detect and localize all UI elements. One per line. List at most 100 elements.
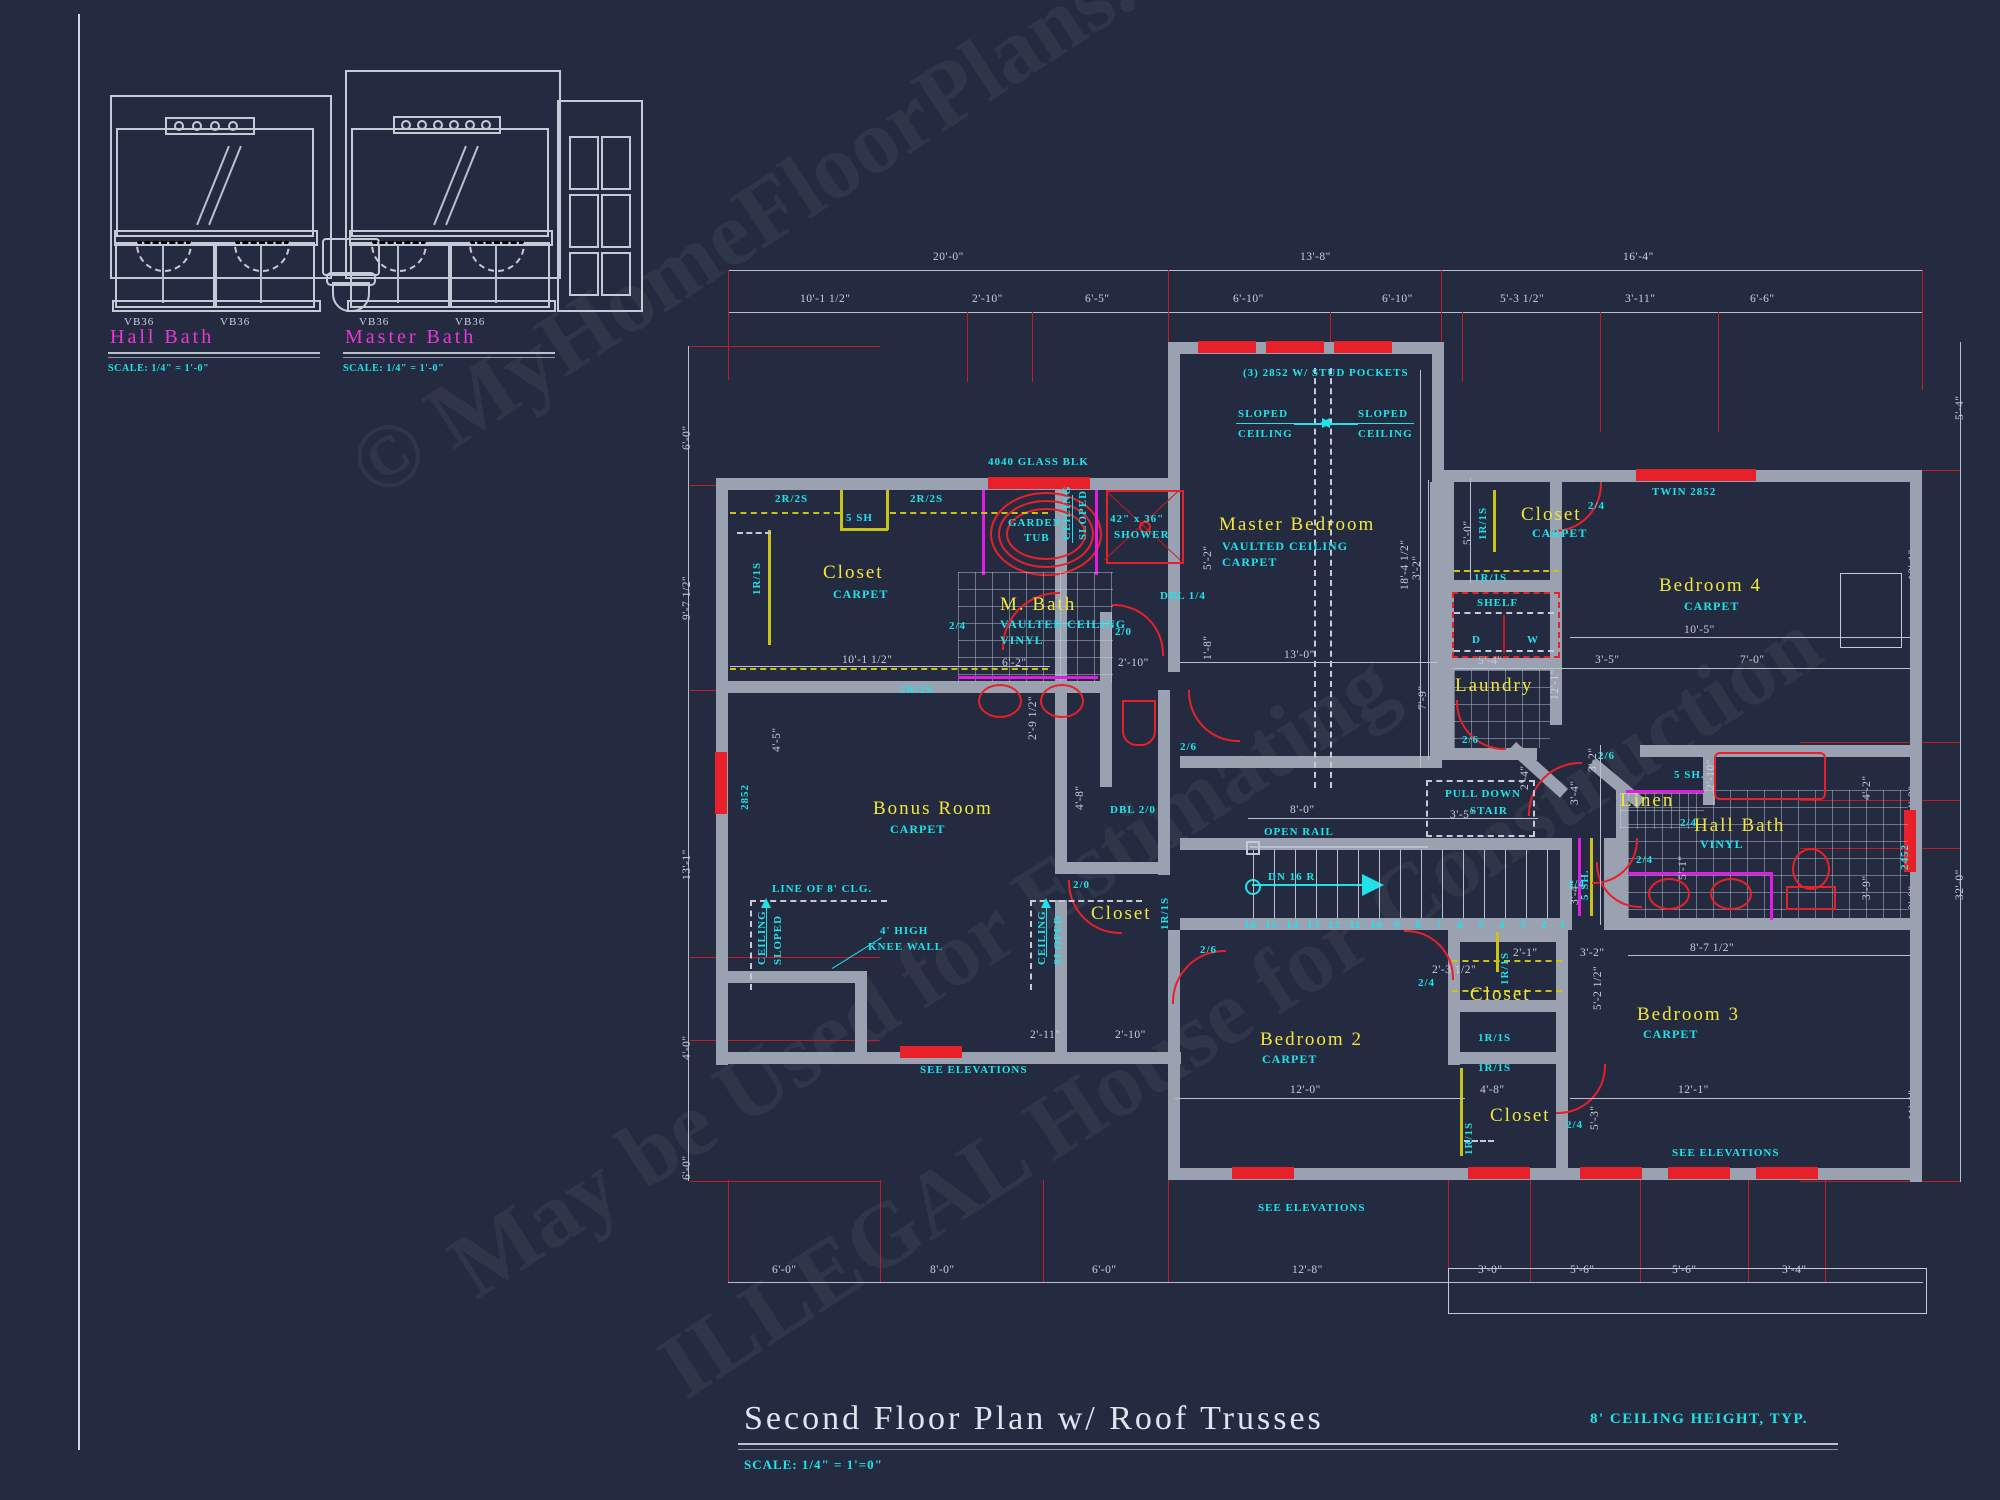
stair-riser-6: [1358, 850, 1359, 918]
sloped-right-arrow-head: [1320, 418, 1330, 428]
light-bulb-2: [192, 121, 202, 131]
note-door-24-linen: 2/4: [1680, 817, 1698, 829]
dim-int-5-4: 5'-4": [1478, 655, 1503, 667]
wall-master-right-jog: [1432, 470, 1562, 482]
wall-master-bottom: [1168, 660, 1180, 672]
dim-right-outer-1: 32'-0": [1954, 869, 1966, 900]
note-twin-2852: TWIN 2852: [1652, 486, 1717, 498]
stair-arrow-head: [1362, 874, 1384, 896]
sloped-mid-v-arrow: [1041, 898, 1051, 908]
note-sloped-right: SLOPED: [1358, 408, 1409, 420]
master-base: [347, 300, 556, 312]
shelf-b3-w: [1464, 1140, 1494, 1142]
master-vanity-divider-1: [397, 245, 399, 303]
master-light-bulb-3: [433, 120, 443, 130]
hallbath-counter-line: [1628, 872, 1773, 875]
note-door-26-laundry: 2/6: [1462, 734, 1480, 746]
bottom-dim-box: [1448, 1268, 1927, 1314]
stair-riser-11: [1463, 850, 1464, 918]
stair-num-8: 8: [1415, 919, 1422, 931]
room-label-closet-bed4: Closet: [1521, 504, 1582, 525]
stair-num-15: 15: [1265, 919, 1278, 931]
vanity-divider-2: [260, 245, 262, 303]
door-swing-hallbath: [1596, 862, 1642, 908]
note-pull-down: PULL DOWN: [1445, 788, 1521, 800]
stair-riser-4: [1316, 850, 1317, 918]
pull-down-stair-box: [1426, 780, 1535, 837]
stair-riser-14: [1526, 850, 1527, 918]
wall-bonus-lower-left: [855, 971, 867, 1061]
note-win-2852-left: 2852: [739, 784, 751, 810]
stair-num-6: 6: [1457, 919, 1464, 931]
dim-bottom-7: 3'-4": [1782, 1264, 1807, 1276]
master-bath-elevation-title: Master Bath: [345, 326, 477, 348]
stair-riser-15: [1547, 850, 1548, 918]
hallbath-sink-1: [1648, 878, 1690, 910]
master-door-panel-3: [569, 194, 599, 248]
bedroom4-right-rect: [1840, 573, 1902, 648]
dim-top-outer-1: 13'-8": [1300, 251, 1331, 263]
wall-bonus-left-upper: [716, 693, 728, 983]
ridge-line-1: [1314, 368, 1316, 788]
hallbath-sink-2: [1710, 878, 1752, 910]
mag-tub-left: [982, 490, 985, 575]
dimline-12-0: [1175, 1098, 1465, 1099]
master-bath-elevation-scale: SCALE: 1/4" = 1'-0": [343, 363, 445, 374]
stair-riser-5: [1337, 850, 1338, 918]
dim-int-3-2c: 3'-2": [1411, 555, 1423, 580]
garden-tub-oval-inner: [1006, 508, 1086, 560]
wall-mbath-right: [1100, 612, 1112, 787]
shelf-linen-v: [1590, 838, 1593, 916]
master-light-bar: [393, 116, 501, 134]
note-door-24-b2c: 2/4: [1418, 977, 1436, 989]
note-dbl-1-4: DBL 1/4: [1160, 590, 1206, 602]
dim-top-outer-line: [728, 270, 1923, 271]
witness-left-6: [690, 1181, 880, 1182]
dimline-18-4: [1420, 370, 1421, 768]
hallbath-counter-v: [1770, 872, 1773, 920]
wall-master-left: [1168, 342, 1180, 672]
wall-mid-v-1: [1055, 693, 1067, 873]
dim-int-18-4: 18'-4 1/2": [1399, 539, 1411, 590]
room-label-closet-bonus: Closet: [1091, 903, 1152, 924]
dim-int-5-2half: 5'-2 1/2": [1592, 965, 1604, 1010]
stair-rail-post: [1246, 841, 1260, 855]
stair-riser-13: [1505, 850, 1506, 918]
note-line-of-8clg: LINE OF 8' CLG.: [772, 883, 873, 895]
room-finish-bedroom-2: CARPET: [1262, 1052, 1318, 1066]
note-door-24-b3c: 2/4: [1566, 1119, 1584, 1131]
dim-int-closet-width: 10'-1 1/2": [842, 654, 893, 666]
shower-box: [1106, 490, 1184, 564]
sloped-left-rule: [1236, 423, 1294, 424]
wall-linen-right: [1703, 745, 1715, 805]
dim-int-3-2: 3'-2": [1580, 947, 1605, 959]
wall-laundry-div2: [1442, 658, 1562, 670]
hall-bath-elevation-title: Hall Bath: [110, 326, 215, 348]
dim-int-2-4: 2'-4": [1519, 765, 1531, 790]
note-door-24-hallbath: 2/4: [1636, 854, 1654, 866]
dim-left-0: 6'-0": [681, 425, 693, 450]
wall-closet-bottom: [716, 681, 1066, 693]
note-1r1s-b2-2: 1R/1S: [1478, 1062, 1512, 1074]
witness-right-4: [1800, 848, 1960, 849]
master-bath-back-wall: [345, 70, 561, 279]
master-door-panel-2: [601, 136, 631, 190]
note-5sh-linen: 5 SH.: [1674, 769, 1705, 781]
note-glass-block: 4040 GLASS BLK: [988, 456, 1089, 468]
witness-left-5: [690, 1040, 880, 1041]
window-bottom-6: [1756, 1167, 1818, 1179]
dimline-7-9-v: [1428, 480, 1429, 760]
dim-int-29half: 2'-9 1/2": [1027, 695, 1039, 740]
note-see-elev-1: SEE ELEVATIONS: [920, 1064, 1028, 1076]
door-swing-mb-26: [1188, 690, 1240, 742]
stair-num-3: 3: [1520, 919, 1527, 931]
window-glass-blk: [988, 477, 1090, 489]
room-label-closet-master: Closet: [823, 562, 884, 583]
master-light-bulb-6: [481, 120, 491, 130]
mbath-sink-2: [1040, 684, 1084, 718]
sloped-left-arrow-line: [1294, 423, 1324, 425]
shelf-closet-tr-v: [1493, 490, 1496, 552]
dim-top-inner-0: 10'-1 1/2": [800, 293, 851, 305]
dim-int-12-1: 12'-1": [1678, 1084, 1709, 1096]
stair-riser-3: [1295, 850, 1296, 918]
